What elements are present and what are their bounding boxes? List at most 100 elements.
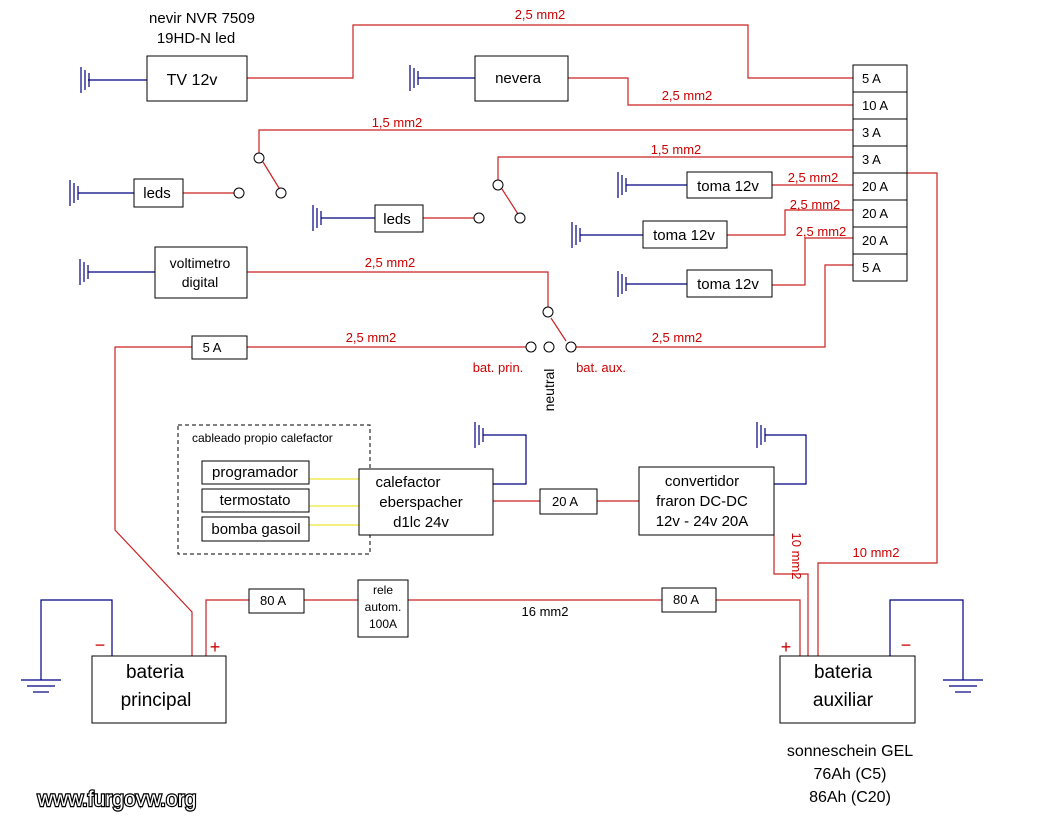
leds2-label: leds — [383, 211, 411, 228]
toma2-box[interactable] — [642, 220, 728, 249]
bateria-auxiliar-line1: bateria — [814, 662, 873, 683]
nevera-box[interactable] — [474, 55, 569, 102]
wire-label-toma1: 2,5 mm2 — [788, 170, 839, 185]
selector-bat-prin[interactable] — [525, 341, 537, 353]
wire-nevera — [568, 77, 853, 106]
wire-leds1-feed — [258, 129, 853, 153]
toma2-label: toma 12v — [653, 227, 715, 244]
selector-bat-aux[interactable] — [565, 341, 577, 353]
bateria-principal-minus: − — [95, 635, 106, 655]
fuse-20a-label: 20 A — [552, 494, 578, 509]
calefactor-line1: calefactor — [375, 474, 440, 491]
switch1-off[interactable] — [275, 187, 287, 199]
bomba-gasoil-label: bomba gasoil — [211, 521, 300, 538]
convertidor-line1: convertidor — [665, 473, 739, 490]
fuse-slot-1[interactable] — [852, 64, 908, 93]
bateria-auxiliar-plus: + — [781, 637, 792, 657]
switch2-lever — [501, 188, 519, 215]
fusebox: 5 A 10 A 3 A 3 A 20 A 20 A 20 A 5 A — [852, 64, 908, 282]
wire-toma2 — [727, 209, 853, 236]
fuse-slot-2[interactable] — [852, 91, 908, 120]
switch2-off[interactable] — [514, 212, 526, 224]
fuse-5a[interactable] — [191, 335, 248, 360]
relay-line2: autom. — [365, 600, 402, 614]
fuse-5a-label: 5 A — [203, 340, 222, 355]
wire-aux-feed — [817, 172, 938, 656]
switch2-out[interactable] — [473, 212, 485, 224]
wire-label-conv-out: 10 mm2 — [789, 533, 804, 580]
programador-box[interactable] — [201, 460, 310, 485]
bomba-gasoil-box[interactable] — [201, 516, 310, 542]
fuse-slot-7[interactable] — [852, 226, 908, 255]
termostato-box[interactable] — [201, 488, 310, 513]
bateria-principal-box[interactable] — [91, 655, 227, 724]
toma3-label: toma 12v — [697, 276, 759, 293]
ground-bateria-principal — [40, 599, 113, 680]
wire-bat-principal-pos — [205, 599, 249, 656]
selector-label-bat-prin: bat. prin. — [473, 360, 524, 375]
toma1-label: toma 12v — [697, 178, 759, 195]
battery-spec-line1: sonneschein GEL — [787, 743, 913, 760]
bateria-principal-line1: bateria — [126, 662, 185, 683]
fuse-slot-7-label: 20 A — [862, 233, 888, 248]
fuse-slot-2-label: 10 A — [862, 98, 888, 113]
toma3-box[interactable] — [686, 269, 773, 298]
wire-bat-auxiliar-pos — [716, 599, 801, 656]
ground-wires — [21, 65, 983, 693]
wire-label-bat-aux: 2,5 mm2 — [652, 330, 703, 345]
fuse-slot-4-label: 3 A — [862, 152, 881, 167]
fuse-slot-1-label: 5 A — [862, 71, 881, 86]
ground-convertidor — [765, 434, 807, 485]
wire-voltimetro — [247, 271, 549, 307]
bateria-auxiliar-minus: − — [901, 635, 912, 655]
selector-label-bat-aux: bat. aux. — [576, 360, 626, 375]
bateria-principal-line2: principal — [121, 690, 192, 711]
wire-label-bat-prin: 2,5 mm2 — [346, 330, 397, 345]
switch1-common[interactable] — [253, 152, 265, 164]
termostato-label: termostato — [220, 492, 291, 509]
wire-label-voltimetro: 2,5 mm2 — [365, 255, 416, 270]
fuse-80a-left[interactable] — [248, 588, 305, 614]
wire-bat-aux — [576, 264, 853, 348]
wire-bat-prin-to-battery — [114, 346, 193, 656]
fuse-80a-left-label: 80 A — [260, 593, 286, 608]
tv-box[interactable] — [146, 55, 248, 102]
wire-label-main-link: 16 mm2 — [522, 604, 569, 619]
ground-bateria-auxiliar — [889, 599, 964, 680]
tv-model-line1: nevir NVR 7509 — [149, 10, 255, 27]
wire-label-leds1: 1,5 mm2 — [372, 115, 423, 130]
fuse-slot-3-label: 3 A — [862, 125, 881, 140]
wire-convertidor-out — [773, 535, 809, 656]
voltimetro-box[interactable] — [154, 246, 248, 299]
heater-wiring-title: cableado propio calefactor — [192, 431, 333, 445]
programador-label: programador — [212, 464, 298, 481]
selector-lever — [550, 317, 567, 342]
fuse-slot-8-label: 5 A — [862, 260, 881, 275]
heater-signal-wires — [309, 478, 359, 526]
wire-label-nevera: 2,5 mm2 — [662, 88, 713, 103]
convertidor-box[interactable] — [638, 466, 775, 536]
fuse-slot-8[interactable] — [852, 253, 908, 282]
calefactor-line2: eberspacher — [379, 494, 462, 511]
selector-neutral[interactable] — [543, 341, 555, 353]
relay-box[interactable] — [357, 579, 409, 638]
fuse-20a[interactable] — [539, 488, 598, 515]
fuse-slot-5[interactable] — [852, 172, 908, 201]
switch2-common[interactable] — [492, 179, 504, 191]
fuse-slot-6[interactable] — [852, 199, 908, 228]
leds2-box[interactable] — [374, 204, 424, 233]
battery-spec-line3: 86Ah (C20) — [809, 789, 891, 806]
calefactor-box[interactable] — [358, 468, 494, 536]
leds1-label: leds — [143, 185, 171, 202]
switch1-out[interactable] — [233, 187, 245, 199]
leds1-box[interactable] — [133, 178, 184, 208]
fuse-80a-right[interactable] — [661, 587, 717, 613]
switch-terminals — [233, 152, 577, 353]
switch1-lever — [262, 161, 280, 189]
watermark: www.furgovw.org — [37, 788, 197, 811]
selector-common[interactable] — [542, 306, 554, 318]
wire-tv — [247, 24, 853, 79]
bateria-auxiliar-box[interactable] — [779, 655, 916, 724]
toma1-box[interactable] — [686, 171, 773, 199]
